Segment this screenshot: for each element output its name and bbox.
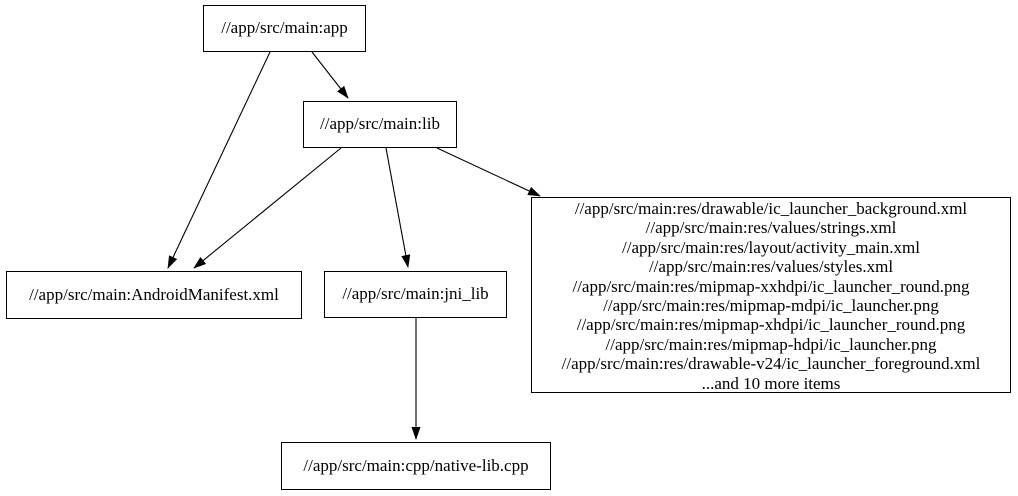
res-file-item: //app/src/main:res/drawable/ic_launcher_… — [574, 199, 968, 218]
res-file-item: //app/src/main:res/values/styles.xml — [648, 257, 894, 277]
node-native-lib-cpp: //app/src/main:cpp/native-lib.cpp — [281, 442, 551, 490]
res-file-item: //app/src/main:res/mipmap-hdpi/ic_launch… — [605, 334, 937, 354]
node-native-lib-cpp-label: //app/src/main:cpp/native-lib.cpp — [303, 455, 529, 475]
edge-lib-to-manifest — [193, 147, 342, 269]
res-file-item: //app/src/main:res/drawable-v24/ic_launc… — [561, 354, 981, 374]
node-res-files: //app/src/main:res/drawable/ic_launcher_… — [531, 197, 1011, 393]
node-jni-lib-label: //app/src/main:jni_lib — [342, 284, 489, 304]
node-lib-label: //app/src/main:lib — [320, 114, 440, 134]
res-file-item: //app/src/main:res/mipmap-xhdpi/ic_launc… — [576, 315, 966, 335]
res-file-item: //app/src/main:res/mipmap-mdpi/ic_launch… — [603, 296, 939, 316]
res-file-item: //app/src/main:res/values/strings.xml — [645, 218, 897, 238]
edge-lib-to-res — [436, 147, 541, 197]
edge-app-to-manifest — [167, 51, 271, 269]
res-file-item: //app/src/main:res/layout/activity_main.… — [622, 237, 920, 257]
node-app: //app/src/main:app — [203, 5, 366, 52]
node-android-manifest: //app/src/main:AndroidManifest.xml — [6, 271, 302, 319]
edge-lib-to-jni_lib — [385, 147, 411, 268]
node-android-manifest-label: //app/src/main:AndroidManifest.xml — [29, 284, 279, 304]
node-lib: //app/src/main:lib — [303, 101, 457, 148]
node-app-label: //app/src/main:app — [221, 18, 348, 38]
node-jni-lib: //app/src/main:jni_lib — [324, 271, 507, 318]
res-file-item: //app/src/main:res/mipmap-xxhdpi/ic_laun… — [572, 276, 970, 296]
res-more-items-label: ...and 10 more items — [701, 373, 841, 393]
edge-app-to-lib — [311, 51, 349, 99]
